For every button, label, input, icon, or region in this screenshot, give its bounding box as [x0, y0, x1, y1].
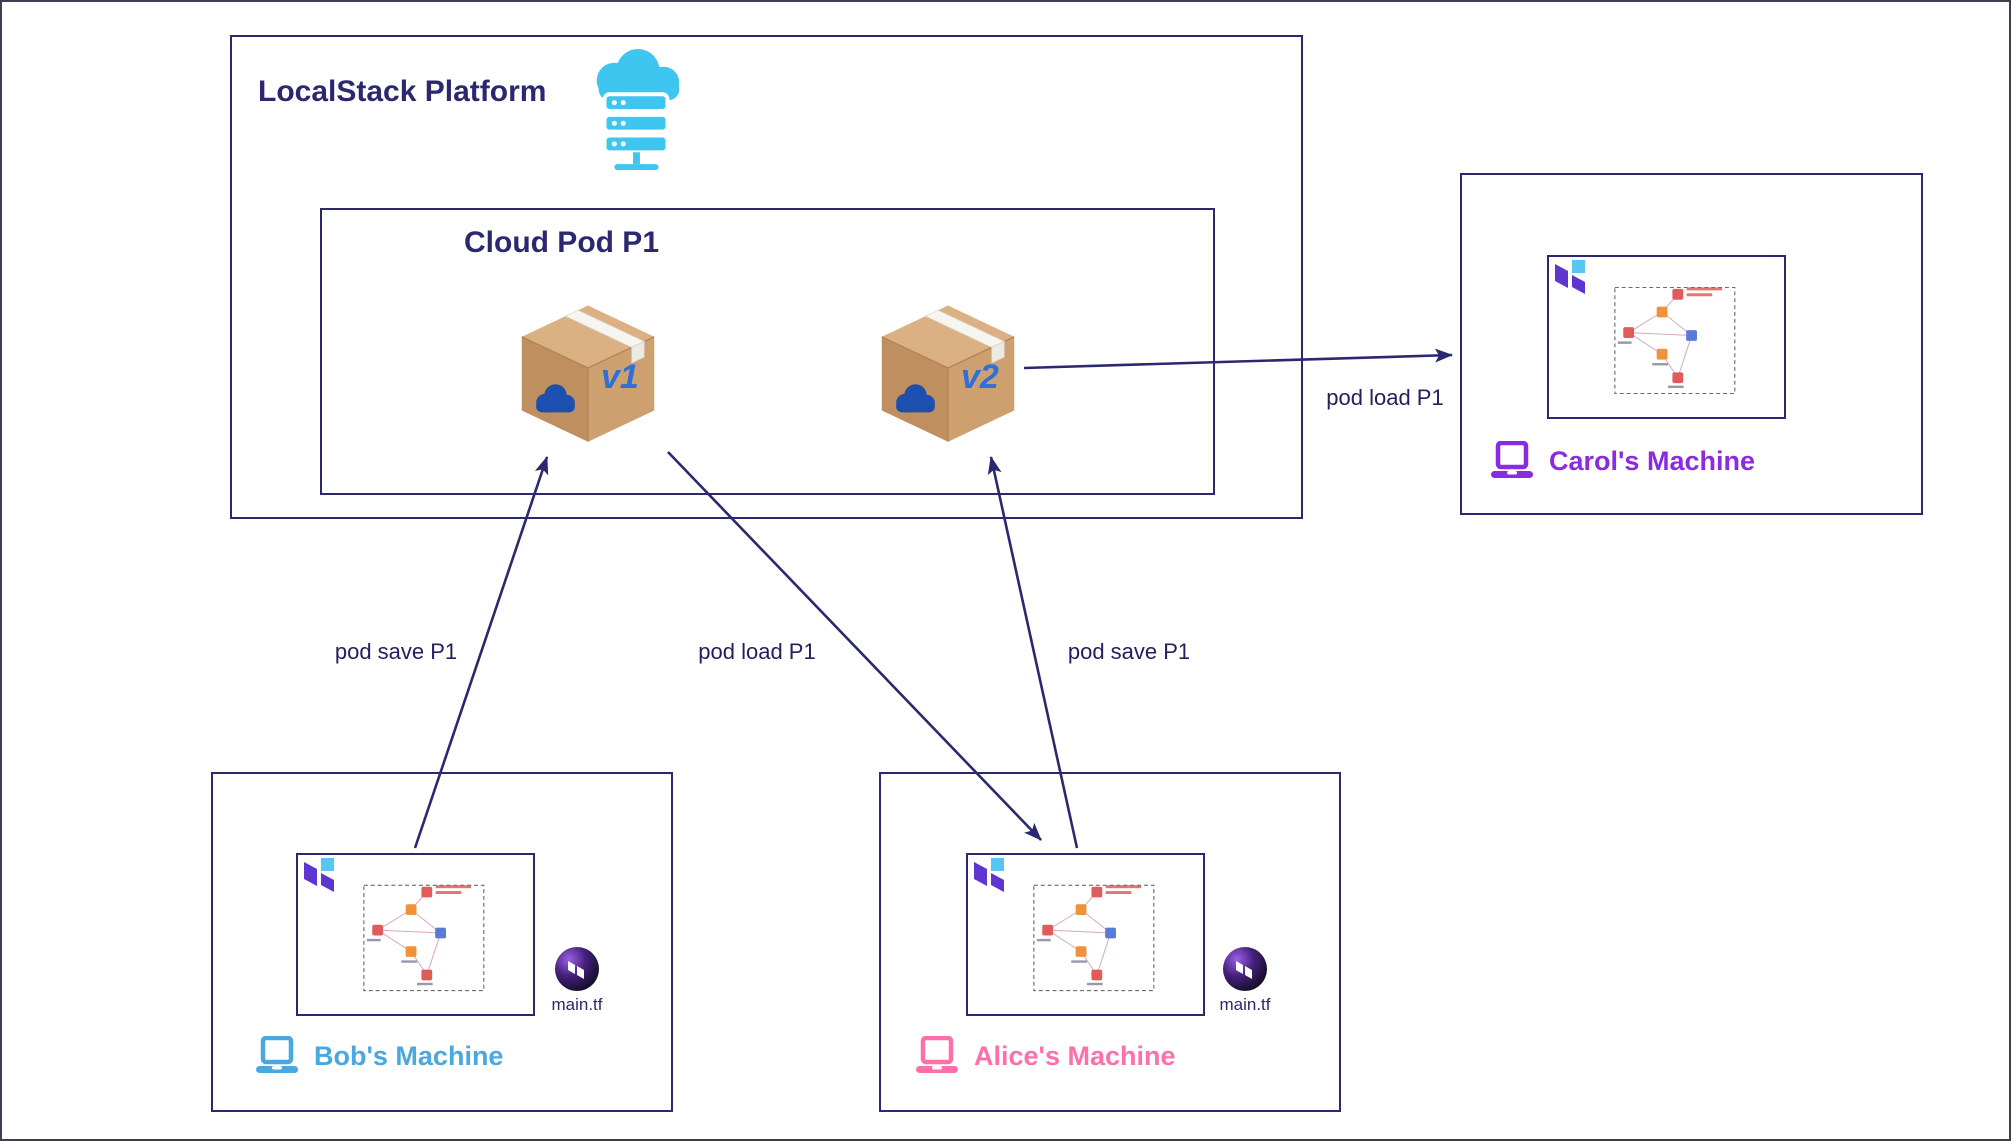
- terraform-file-name: main.tf: [551, 995, 603, 1014]
- machine-name: Alice's Machine: [974, 1040, 1176, 1071]
- cloud-pod-box: Cloud Pod P1 v1: [320, 208, 1215, 495]
- arrow-label-pod-save-bob: pod save P1: [334, 639, 458, 664]
- terraform-file-icon: [554, 946, 600, 992]
- terraform-logo-icon: [299, 856, 337, 894]
- arrow-label-pod-load-alice: pod load P1: [698, 639, 816, 664]
- architecture-diagram: [298, 855, 533, 1014]
- cloud-server-icon: [577, 45, 695, 175]
- laptop-icon: [253, 1036, 301, 1076]
- localstack-platform-box: LocalStack Platform: [230, 35, 1303, 519]
- pod-version-label: v2: [961, 358, 999, 396]
- arrow-label-pod-save-alice: pod save P1: [1067, 639, 1191, 664]
- terraform-file-icon: [1222, 946, 1268, 992]
- pod-version-v1: v1: [513, 298, 663, 448]
- bob-machine-label: Bob's Machine: [253, 1036, 503, 1076]
- arrow-label-pod-load-carol: pod load P1: [1326, 385, 1444, 410]
- carol-machine-label: Carol's Machine: [1488, 441, 1755, 481]
- alice-machine-label: Alice's Machine: [913, 1036, 1176, 1076]
- terraform-file-name: main.tf: [1219, 995, 1271, 1014]
- terraform-logo-icon: [969, 856, 1007, 894]
- alice-architecture-thumbnail: [966, 853, 1205, 1016]
- architecture-diagram: [1549, 257, 1784, 417]
- package-icon: [873, 298, 1023, 448]
- pod-version-v2: v2: [873, 298, 1023, 448]
- laptop-icon: [913, 1036, 961, 1076]
- bob-architecture-thumbnail: [296, 853, 535, 1016]
- bob-terraform-file: main.tf: [549, 946, 605, 1015]
- package-icon: [513, 298, 663, 448]
- machine-name: Bob's Machine: [314, 1040, 504, 1071]
- carol-architecture-thumbnail: [1547, 255, 1786, 419]
- machine-name: Carol's Machine: [1549, 445, 1755, 476]
- architecture-diagram: [968, 855, 1203, 1014]
- platform-title: LocalStack Platform: [258, 75, 547, 108]
- bob-machine-box: main.tf Bob's Machine: [211, 772, 673, 1112]
- alice-machine-box: main.tf Alice's Machine: [879, 772, 1341, 1112]
- pod-version-label: v1: [601, 358, 639, 396]
- carol-machine-box: Carol's Machine: [1460, 173, 1923, 515]
- cloud-pod-title: Cloud Pod P1: [464, 226, 659, 259]
- terraform-logo-icon: [1550, 258, 1588, 296]
- alice-terraform-file: main.tf: [1217, 946, 1273, 1015]
- laptop-icon: [1488, 441, 1536, 481]
